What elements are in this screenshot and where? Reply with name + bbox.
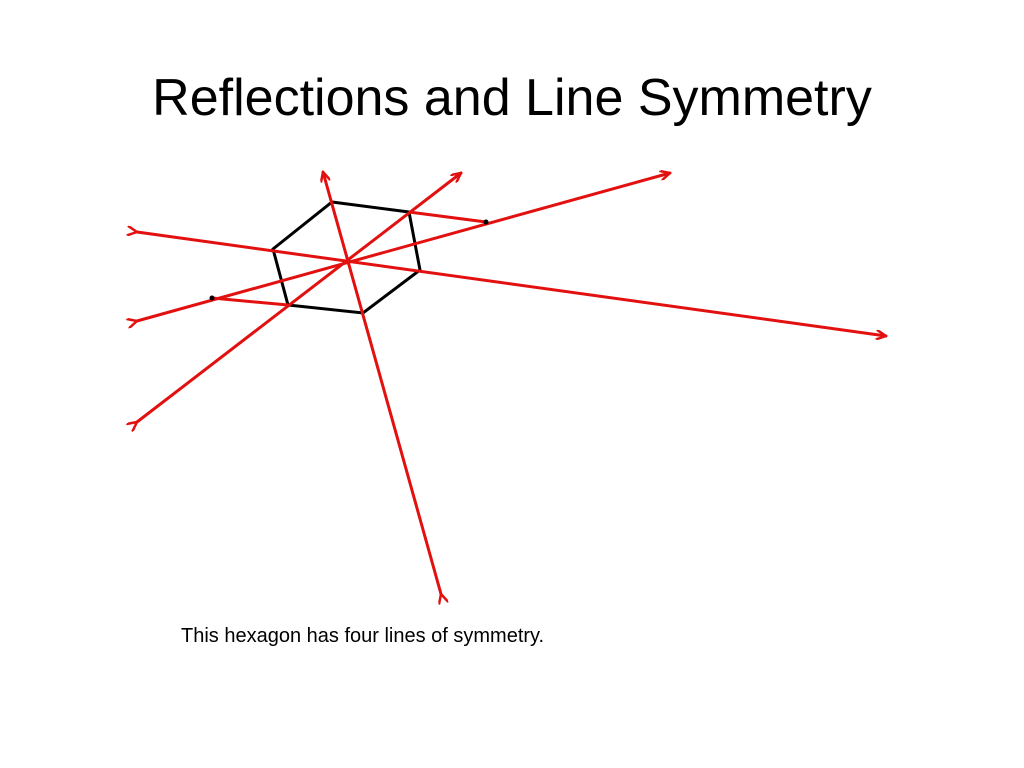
helper-segment (408, 210, 487, 224)
symmetry-line-shallow (137, 173, 672, 321)
construction-point (209, 295, 215, 301)
construction-point (483, 219, 489, 225)
caption: This hexagon has four lines of symmetry. (181, 625, 545, 647)
helper-segment (211, 296, 289, 307)
symmetry-line-horizontal (137, 232, 888, 336)
symmetry-line-diagonal (137, 171, 463, 422)
slide-title: Reflections and Line Symmetry (152, 69, 872, 127)
